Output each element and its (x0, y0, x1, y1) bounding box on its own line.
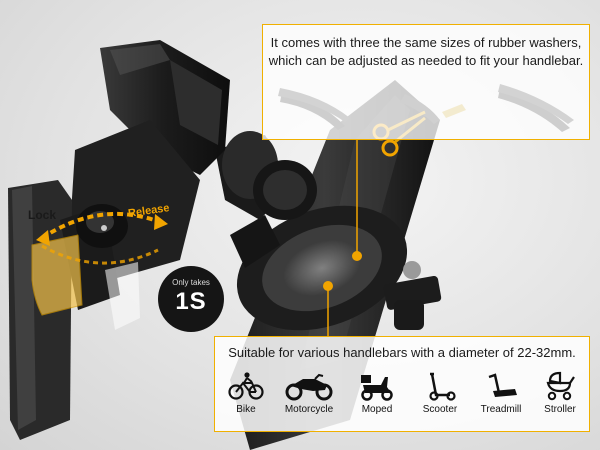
ball-joint (215, 131, 317, 220)
vehicle-treadmill: Treadmill (466, 371, 536, 415)
moped-icon (361, 375, 393, 401)
rotation-knob (76, 204, 128, 248)
vehicle-stroller: Stroller (525, 371, 595, 415)
vehicle-motorcycle-label: Motorcycle (284, 404, 334, 415)
vehicle-treadmill-label: Treadmill (480, 404, 522, 415)
vehicle-scooter-label: Scooter (422, 404, 458, 415)
vehicle-motorcycle: Motorcycle (274, 371, 344, 415)
vehicle-moped: Moped (342, 371, 412, 415)
badge-subtitle: Only takes (172, 278, 210, 287)
compatibility-panel: Suitable for various handlebars with a d… (214, 336, 590, 432)
one-second-badge: Only takes 1S (158, 266, 224, 332)
stroller-icon (546, 371, 575, 401)
lock-label: Lock (28, 208, 57, 222)
washer-caption: It comes with three the same sizes of ru… (263, 34, 589, 70)
vehicle-moped-label: Moped (361, 404, 393, 415)
bike-icon (228, 372, 264, 400)
badge-value: 1S (175, 288, 207, 315)
vehicle-bike-label: Bike (236, 404, 256, 415)
treadmill-icon (488, 373, 517, 397)
lock-tab (31, 234, 140, 330)
motorcycle-icon (285, 373, 333, 401)
washer-caption-line-1: It comes with three the same sizes of ru… (270, 35, 582, 50)
callout-lines (323, 140, 362, 336)
washer-caption-line-2: which can be adjusted as needed to fit y… (268, 53, 584, 68)
handlebar-clamp (230, 205, 442, 331)
vehicle-icon-row: Bike Motorcycle Moped (215, 371, 589, 427)
rotation-arrow-icon (36, 212, 168, 265)
scooter-icon (429, 372, 456, 401)
washer-info-panel: It comes with three the same sizes of ru… (262, 24, 590, 140)
vehicle-stroller-label: Stroller (544, 404, 576, 415)
vehicle-bike: Bike (211, 371, 281, 415)
vehicle-scooter: Scooter (405, 371, 475, 415)
compatibility-caption: Suitable for various handlebars with a d… (228, 345, 576, 360)
